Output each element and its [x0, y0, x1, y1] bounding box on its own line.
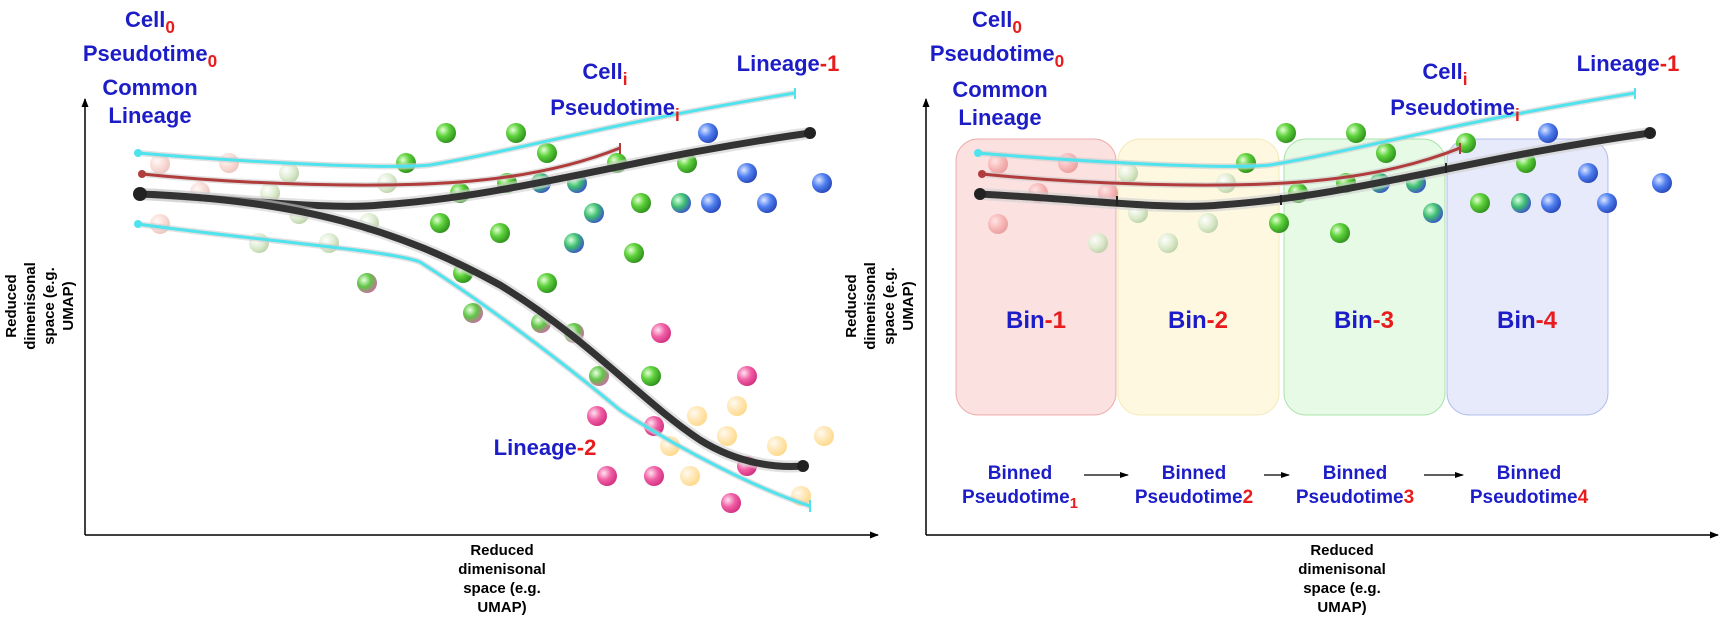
binned-pseudotime-4: Binned Pseudotime4 [1469, 463, 1589, 508]
left-lineage1-label: Lineage-1 [736, 51, 840, 76]
right-panel [922, 88, 1719, 539]
binned-pseudotime-3: Binned Pseudotime3 [1295, 463, 1415, 508]
left-cell-i-label: Celli [582, 59, 628, 89]
left-lineage2-label: Lineage-2 [493, 435, 597, 460]
left-pseudotime0-label: Pseudotime0 [82, 41, 218, 71]
left-pseudotime-i-label: Pseudotimei [550, 95, 680, 125]
binned-pseudotime-1: Binned Pseudotime1 [962, 463, 1078, 513]
left-trajectory-end-node-2 [797, 460, 809, 472]
left-panel [81, 88, 879, 539]
right-lineage1-label: Lineage-1 [1576, 51, 1680, 76]
left-cell0-label: Cell0 [125, 7, 175, 37]
left-blue-cells [698, 123, 832, 213]
left-trajectory-end-node-1 [804, 127, 816, 139]
left-common-lineage-label: Common Lineage [102, 75, 198, 128]
right-pseudotime0-label: Pseudotime0 [929, 41, 1065, 71]
right-blue-cells [1538, 123, 1672, 213]
right-cell-i-label: Celli [1422, 59, 1468, 89]
left-pink-cells [587, 323, 834, 513]
right-trajectory-end-node [1644, 127, 1656, 139]
bin-2-label: Bin-2 [1167, 307, 1228, 334]
right-trajectory-start-node [974, 188, 986, 200]
binned-pseudotime-2: Binned Pseudotime2 [1134, 463, 1254, 508]
right-y-axis-label: Reduced dimenisonal space (e.g. UMAP) [843, 262, 917, 350]
right-x-axis-label: Reduced dimenisonal space (e.g. UMAP) [1298, 542, 1386, 616]
bin-3-label: Bin-3 [1333, 307, 1394, 334]
bin-4-label: Bin-4 [1496, 307, 1557, 334]
bin-3-box [1283, 138, 1446, 416]
left-trajectory-start-node [133, 187, 147, 201]
bin-1-label: Bin-1 [1005, 307, 1066, 334]
left-green-cells [357, 123, 697, 386]
left-y-axis-label: Reduced dimenisonal space (e.g. UMAP) [3, 262, 77, 350]
right-common-lineage-label: Common Lineage [952, 77, 1048, 130]
bin-1-box [955, 138, 1117, 416]
left-x-axis-label: Reduced dimenisonal space (e.g. UMAP) [458, 542, 546, 616]
right-cell0-label: Cell0 [972, 7, 1022, 37]
bin-2-box [1117, 138, 1280, 416]
right-pseudotime-i-label: Pseudotimei [1390, 95, 1520, 125]
